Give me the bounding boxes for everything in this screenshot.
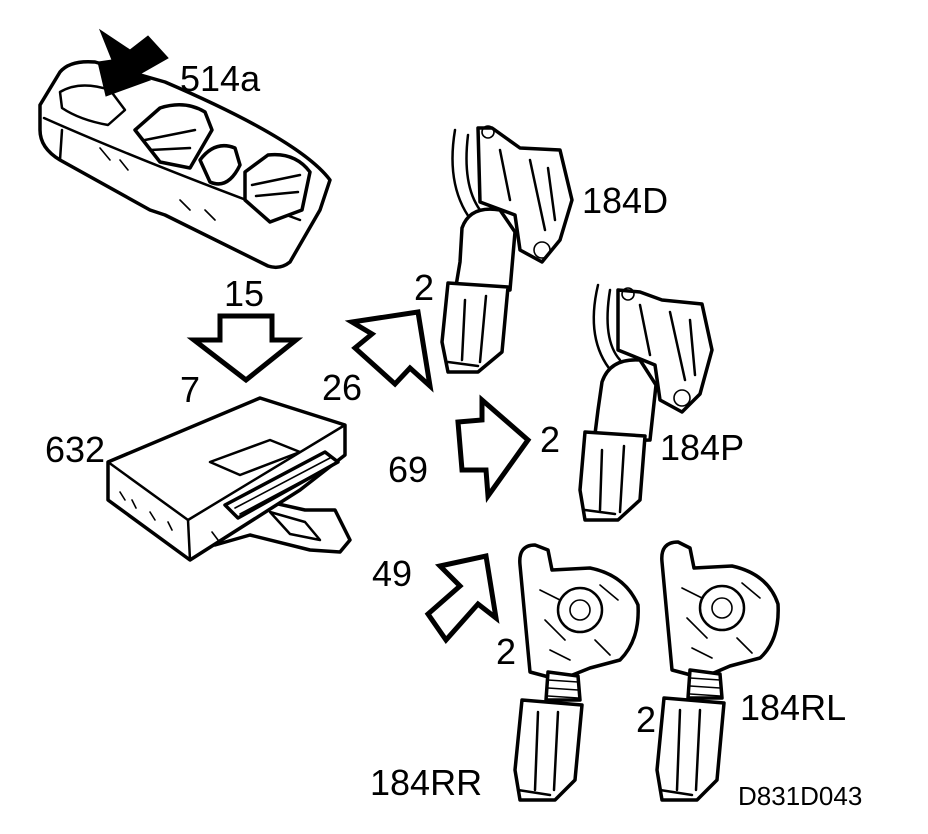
indicator-arrow-icon (97, 28, 169, 97)
actuator-driver-door (440, 125, 574, 374)
label-actuator-rear-left: 184RL (740, 687, 847, 728)
label-switch-panel: 514a (180, 58, 261, 99)
control-module (106, 396, 352, 562)
label-wire-count-rear-right: 2 (496, 631, 517, 672)
arrow-down-icon (186, 313, 304, 384)
label-wire-count-driver: 2 (414, 267, 435, 308)
label-wire-count-passenger: 2 (540, 419, 561, 460)
label-pin-15: 15 (224, 273, 265, 314)
arrow-up-right-icon (344, 309, 434, 393)
arrow-right-icon (455, 394, 532, 504)
arrow-down-right-icon (424, 552, 500, 645)
label-actuator-passenger: 184P (660, 427, 745, 468)
label-control-module: 632 (45, 429, 106, 470)
label-pin-7: 7 (180, 369, 201, 410)
label-pin-26: 26 (322, 367, 363, 408)
figure-reference: D831D043 (738, 781, 863, 811)
label-pin-69: 69 (388, 449, 429, 490)
label-wire-count-rear-left: 2 (636, 699, 657, 740)
label-actuator-driver: 184D (582, 180, 669, 221)
label-actuator-rear-right: 184RR (370, 762, 483, 803)
label-pin-49: 49 (372, 553, 413, 594)
actuator-rear-right-door (513, 543, 640, 802)
actuator-passenger-door (578, 283, 714, 522)
actuator-rear-left-door (655, 540, 780, 802)
window-switch-panel (38, 28, 332, 270)
